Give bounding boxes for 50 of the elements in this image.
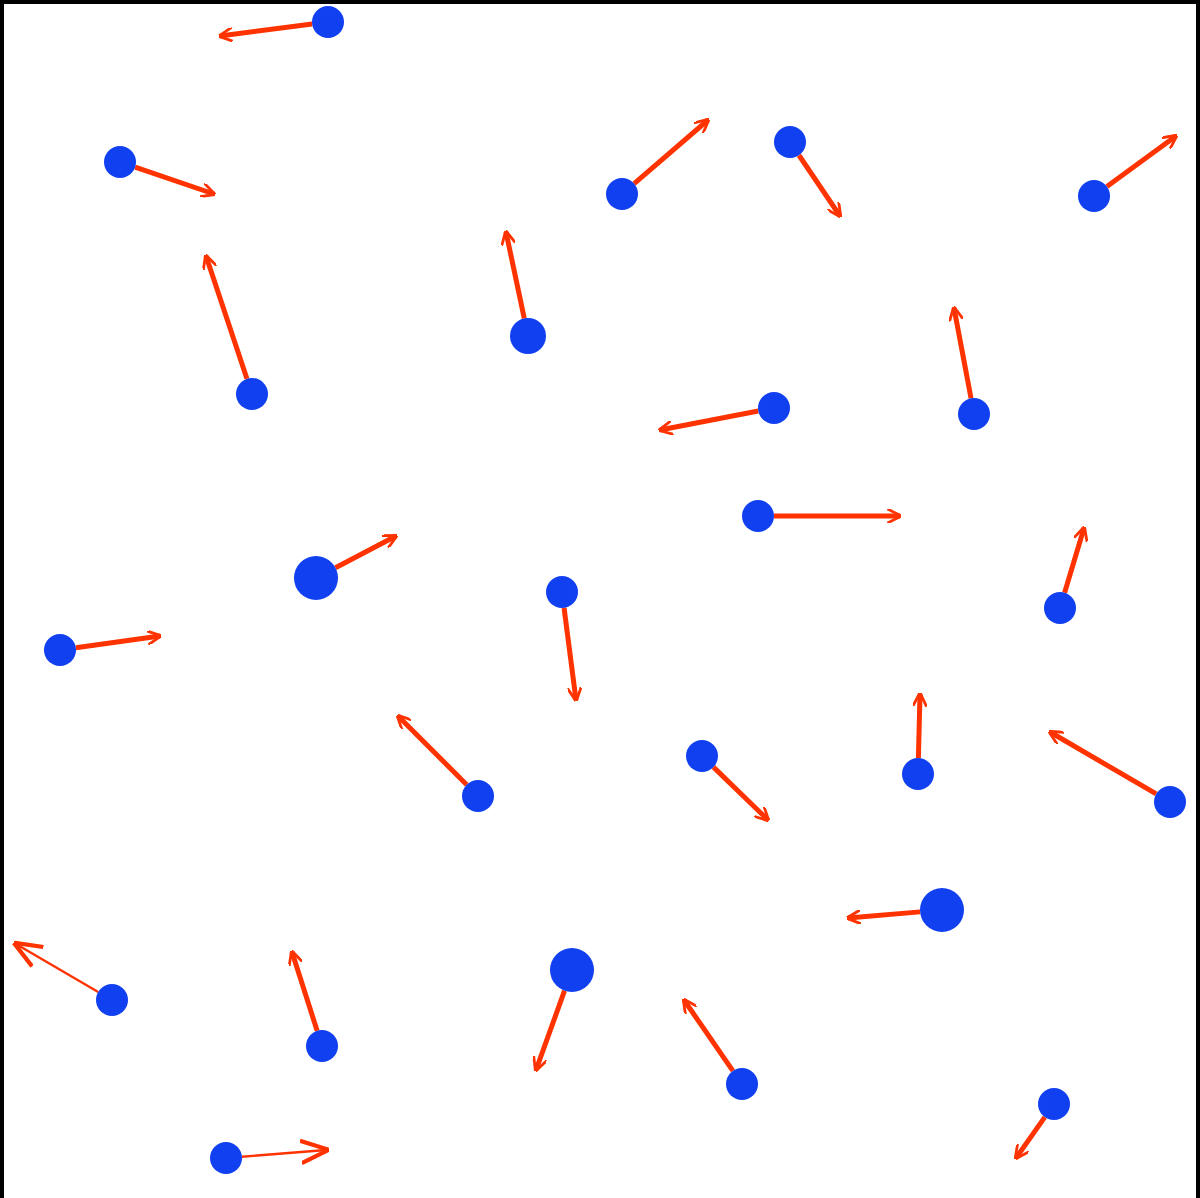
velocity-arrow — [1047, 729, 1158, 797]
velocity-arrow — [681, 997, 735, 1073]
particle-dot — [1154, 786, 1186, 818]
velocity-arrow — [241, 1138, 331, 1166]
velocity-arrow — [1062, 525, 1089, 594]
velocity-arrow — [657, 408, 759, 436]
particle-dot — [44, 634, 76, 666]
particle-dot — [958, 398, 990, 430]
particle-dot — [312, 6, 344, 38]
velocity-arrow — [134, 164, 217, 198]
velocity-arrow — [711, 765, 771, 823]
velocity-arrow — [500, 229, 527, 319]
velocity-arrow — [75, 629, 163, 651]
velocity-arrow — [845, 908, 921, 926]
particle-dot — [236, 378, 268, 410]
particle-dot — [306, 1030, 338, 1062]
particle-dot — [294, 556, 338, 600]
velocity-arrow — [796, 153, 843, 219]
particle-dot — [742, 500, 774, 532]
velocity-arrow — [1013, 1115, 1047, 1161]
velocity-arrow — [287, 949, 320, 1032]
velocity-arrow — [948, 305, 974, 399]
particle-dot — [104, 146, 136, 178]
velocity-arrow — [632, 117, 711, 186]
particle-dot — [210, 1142, 242, 1174]
particle-dot — [686, 740, 718, 772]
velocity-arrow — [217, 21, 313, 43]
particle-dot — [606, 178, 638, 210]
velocity-arrow — [201, 253, 250, 380]
particle-dot — [1038, 1088, 1070, 1120]
particle-dot — [1078, 180, 1110, 212]
particle-dot — [510, 318, 546, 354]
particle-dot — [758, 392, 790, 424]
particle-dot — [1044, 592, 1076, 624]
particle-dot — [96, 984, 128, 1016]
velocity-arrow — [532, 989, 567, 1073]
particle-dot — [774, 126, 806, 158]
velocity-arrow — [395, 713, 469, 787]
velocity-arrow — [1105, 133, 1179, 189]
velocity-arrow — [334, 533, 399, 570]
velocity-arrow — [911, 691, 929, 759]
velocity-arrow — [11, 940, 99, 993]
velocity-arrow — [561, 607, 583, 703]
particle-dot — [726, 1068, 758, 1100]
velocity-arrow — [774, 507, 903, 525]
particle-dot — [546, 576, 578, 608]
particle-dot — [902, 758, 934, 790]
particle-dot — [462, 780, 494, 812]
particle-dot — [550, 948, 594, 992]
particle-dot — [920, 888, 964, 932]
